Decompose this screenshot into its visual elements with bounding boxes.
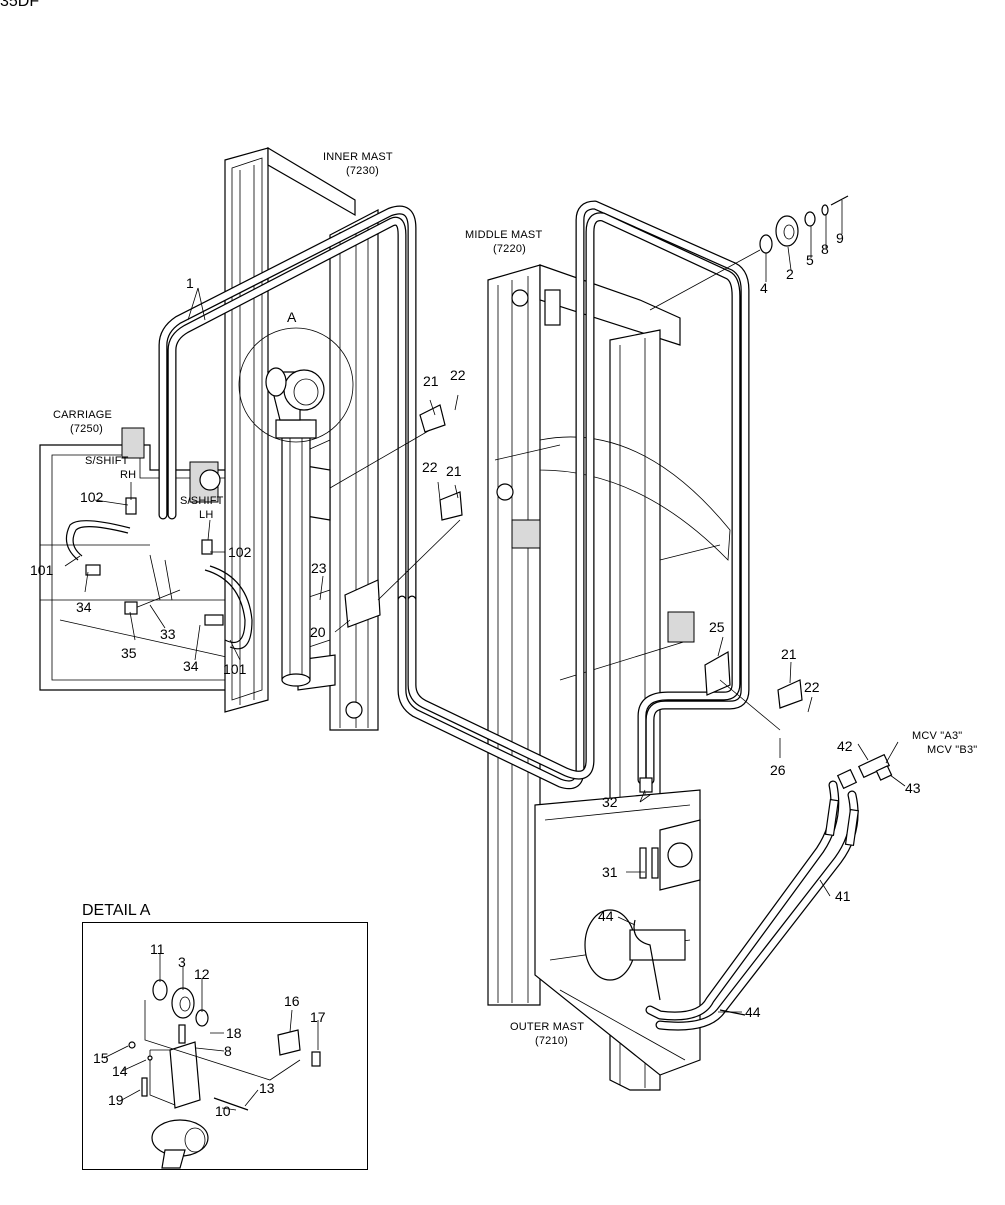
callout-22-lower: 22 — [804, 679, 820, 695]
page-code: 35DF — [0, 0, 40, 10]
outer-mast-code: (7210) — [535, 1035, 568, 1047]
callout-101-left: 101 — [30, 562, 54, 578]
callout-2: 2 — [786, 266, 794, 282]
detail-a-drawing — [128, 979, 321, 1169]
detail-callout-8: 8 — [224, 1043, 232, 1059]
detail-a-marker: A — [287, 309, 297, 325]
callout-5: 5 — [806, 252, 814, 268]
inner-mast-code: (7230) — [346, 165, 379, 177]
callout-25: 25 — [709, 619, 725, 635]
detail-callout-17: 17 — [310, 1009, 326, 1025]
mcv-b3-label: MCV "B3" — [927, 744, 978, 756]
carriage-label: CARRIAGE — [53, 409, 113, 421]
detail-callout-19: 19 — [108, 1092, 124, 1108]
outer-mast-label: OUTER MAST — [510, 1021, 585, 1033]
callout-102-rh: 102 — [80, 489, 104, 505]
callout-21-upper: 21 — [423, 373, 439, 389]
callout-8: 8 — [821, 241, 829, 257]
carriage-code: (7250) — [70, 423, 103, 435]
detail-callout-18: 18 — [226, 1025, 242, 1041]
callout-21-middle: 21 — [446, 463, 462, 479]
callout-9: 9 — [836, 230, 844, 246]
detail-callout-10: 10 — [215, 1103, 231, 1119]
carriage-hoses — [65, 497, 253, 650]
detail-callout-15: 15 — [93, 1050, 109, 1066]
outer-mast — [534, 789, 701, 1076]
callout-35: 35 — [121, 645, 137, 661]
leader-lines — [64, 200, 906, 1111]
callout-42: 42 — [837, 738, 853, 754]
callout-31: 31 — [602, 864, 618, 880]
callout-22-middle: 22 — [422, 459, 438, 475]
callout-1: 1 — [186, 275, 194, 291]
top-right-parts — [649, 195, 849, 311]
callout-21-lower: 21 — [781, 646, 797, 662]
sshift-lh-label: S/SHIFT — [180, 495, 224, 507]
detail-callout-13: 13 — [259, 1080, 275, 1096]
inner-mast-label: INNER MAST — [323, 151, 393, 163]
hose-41 — [645, 780, 860, 1031]
middle-mast-code: (7220) — [493, 243, 526, 255]
mcv-a3-label: MCV "A3" — [912, 730, 963, 742]
fittings-42-43 — [836, 753, 893, 790]
middle-mast-label: MIDDLE MAST — [465, 229, 543, 241]
callout-34-left: 34 — [76, 599, 92, 615]
detail-callout-3: 3 — [178, 954, 186, 970]
carriage-frame — [39, 427, 263, 691]
callout-20: 20 — [310, 624, 326, 640]
hose-middle-loop — [397, 200, 750, 790]
hose-44-clamps — [633, 777, 746, 1016]
sshift-rh-side: RH — [120, 469, 137, 481]
hose-1 — [158, 205, 417, 605]
detail-callout-16: 16 — [284, 993, 300, 1009]
callout-22-upper: 22 — [450, 367, 466, 383]
detail-callout-12: 12 — [194, 966, 210, 982]
detail-callout-11: 11 — [150, 941, 165, 957]
detail-callout-14: 14 — [112, 1063, 128, 1079]
callout-101-right: 101 — [223, 661, 247, 677]
callout-33: 33 — [160, 626, 176, 642]
callout-32: 32 — [602, 794, 618, 810]
lift-cylinder — [238, 327, 354, 687]
callout-34-right: 34 — [183, 658, 199, 674]
callout-41: 41 — [835, 888, 851, 904]
detail-a-box — [82, 922, 368, 1170]
callout-4: 4 — [760, 280, 768, 296]
callout-44-lower: 44 — [745, 1004, 761, 1020]
detail-a-title: DETAIL A — [82, 902, 151, 919]
brackets — [329, 404, 803, 731]
callout-44-upper: 44 — [598, 908, 614, 924]
sshift-lh-side: LH — [199, 509, 214, 521]
sshift-rh-label: S/SHIFT — [85, 455, 129, 467]
callout-43: 43 — [905, 780, 921, 796]
callout-23: 23 — [311, 560, 327, 576]
callout-26: 26 — [770, 762, 786, 778]
callout-102-lh: 102 — [228, 544, 252, 560]
